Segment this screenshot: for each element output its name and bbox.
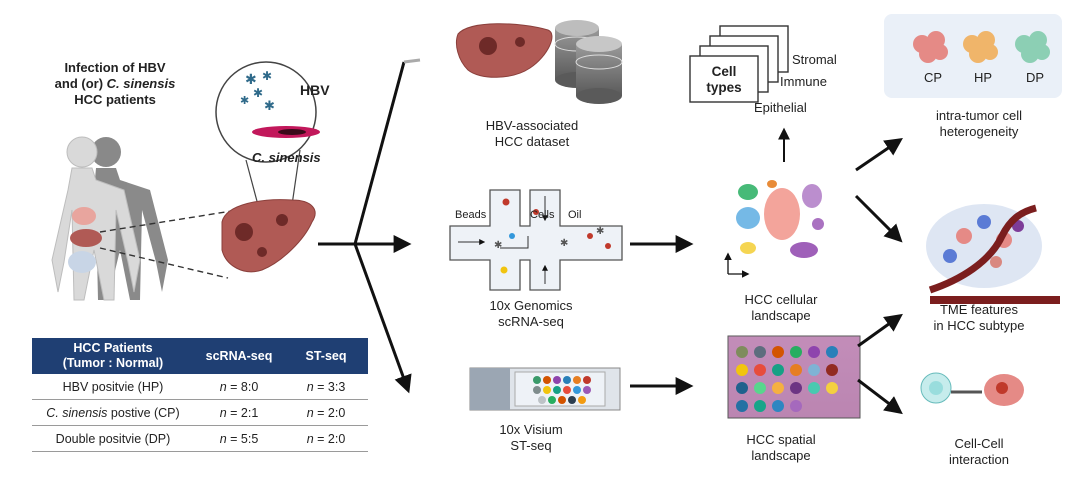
visium-spots: [533, 376, 591, 404]
liver-small-icon: [70, 229, 102, 247]
header-st-seq: ST-seq: [284, 338, 368, 374]
zoom-lines: [99, 209, 239, 279]
row-scrna: n = 8:0: [194, 374, 284, 400]
table-header-row: HCC Patients(Tumor : Normal) scRNA-seq S…: [32, 338, 368, 374]
patients-title: Infection of HBV and (or) C. sinensis HC…: [54, 60, 176, 107]
microfluidic-chip: ✱ ✱ ✱: [449, 189, 623, 291]
hbv-label: HBV: [300, 82, 330, 98]
cp-label: CP: [923, 70, 943, 85]
database-icon: [554, 20, 623, 104]
row-st: n = 2:0: [284, 425, 368, 452]
cp-cell-cluster-icon: [913, 31, 948, 63]
csinensis-label: C. sinensis: [252, 150, 321, 165]
svg-text:✱: ✱: [596, 226, 604, 237]
liver-icon: [221, 199, 316, 273]
chip-oil-label: Oil: [568, 209, 582, 221]
hp-cell-cluster-icon: [963, 31, 998, 63]
row-st: n = 3:3: [284, 374, 368, 400]
cell-types-stack: [689, 25, 789, 103]
table-row: Double positvie (DP) n = 5:5 n = 2:0: [32, 425, 368, 452]
svg-text:✱: ✱: [264, 98, 275, 113]
cell-interaction-illustration: [920, 372, 1024, 406]
svg-text:✱: ✱: [245, 71, 257, 87]
row-group: C. sinensis postive (CP): [32, 399, 194, 426]
dp-label: DP: [1025, 70, 1045, 85]
svg-text:✱: ✱: [253, 86, 263, 100]
stromal-label: Stromal: [792, 52, 837, 67]
dp-cell-cluster-icon: [1015, 31, 1050, 63]
outcome-arrows: [854, 137, 903, 415]
tme-illustration: [926, 204, 1060, 304]
hp-label: HP: [973, 70, 993, 85]
dataset-liver-icon: [455, 23, 553, 78]
header-scrna-seq: scRNA-seq: [194, 338, 284, 374]
human-body-figure: [51, 136, 168, 301]
chip-beads-label: Beads: [455, 209, 487, 221]
table-row: HBV positvie (HP) n = 8:0 n = 3:3: [32, 374, 368, 400]
row-scrna: n = 2:1: [194, 399, 284, 426]
lungs-icon: [72, 207, 96, 225]
chip-cells-label: Cells: [530, 209, 555, 221]
row-scrna: n = 5:5: [194, 425, 284, 452]
spatial-spots: [736, 346, 838, 412]
header-hcc-patients: HCC Patients(Tumor : Normal): [32, 338, 194, 374]
svg-text:✱: ✱: [560, 238, 568, 249]
patients-table: HCC Patients(Tumor : Normal) scRNA-seq S…: [32, 338, 368, 452]
table-row: C. sinensis postive (CP) n = 2:1 n = 2:0: [32, 399, 368, 426]
row-group: Double positvie (DP): [32, 425, 194, 452]
immune-label: Immune: [780, 74, 827, 89]
umap-plot: [724, 180, 824, 278]
row-group: HBV positvie (HP): [32, 374, 194, 400]
epithelial-label: Epithelial: [754, 100, 807, 115]
main-arrows: [318, 61, 412, 394]
svg-text:✱: ✱: [494, 240, 502, 251]
svg-text:✱: ✱: [262, 69, 272, 83]
csinensis-parasite-icon: [252, 126, 320, 138]
row-st: n = 2:0: [284, 399, 368, 426]
svg-text:✱: ✱: [240, 95, 249, 107]
intestine-icon: [68, 251, 96, 273]
hbv-virus-icon: ✱ ✱ ✱ ✱ ✱: [240, 69, 275, 113]
